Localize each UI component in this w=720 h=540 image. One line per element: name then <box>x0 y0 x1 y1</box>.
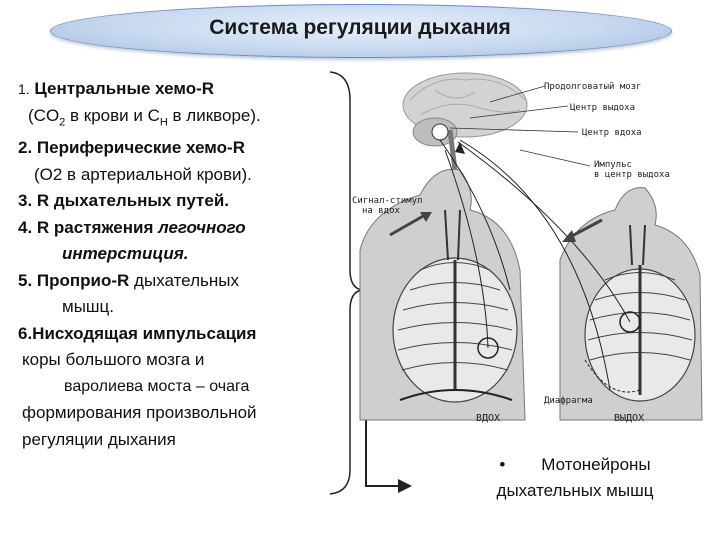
label-exhale: ВЫДОХ <box>614 413 645 424</box>
list-item-2-detail: (O2 в артериальной крови). <box>34 164 252 184</box>
label-signal-2: на вдох <box>362 206 400 216</box>
label-insp-center: Центр вдоха <box>582 128 642 138</box>
respiration-figure <box>359 72 703 421</box>
list-item-2: 2. Периферические хемо-R <box>18 138 245 158</box>
list-item-6-l3: формирования произвольной <box>22 403 257 423</box>
label-signal: Сигнал-стимул <box>352 196 423 206</box>
list-item-1: 1. Центральные хемо-R <box>18 79 215 98</box>
torso-inhale <box>359 168 526 421</box>
list-item-4-cont: интерстиция. <box>62 244 189 264</box>
label-exp-center: Центр выдоха <box>570 103 636 113</box>
motoneurons-caption: •Мотонейроны дыхательных мышц <box>440 452 710 504</box>
list-item-3: 3. R дыхательных путей. <box>18 191 229 211</box>
label-diaphragm: Диафрагма <box>544 396 593 406</box>
label-impulse: Импульс <box>594 160 632 170</box>
page-title: Система регуляции дыхания <box>209 16 511 39</box>
list-item-5: 5. Проприо-R дыхательных <box>18 270 239 290</box>
list-item-1-detail: (CO2 в крови и CH в ликворе). <box>28 105 261 128</box>
label-medulla: Продолговатый мозг <box>544 82 642 92</box>
label-inhale: ВДОХ <box>476 413 501 424</box>
brain-illustration <box>402 72 528 171</box>
title-banner <box>50 4 672 58</box>
exhale-air-arrow <box>567 218 603 240</box>
nerve-pathways <box>439 139 631 391</box>
torso-exhale <box>559 187 703 421</box>
list-item-5-cont: мышц. <box>62 297 115 317</box>
list-item-6: 6.Нисходящая импульсация <box>18 323 257 343</box>
list-item-6-l4: регуляции дыхания <box>22 429 176 449</box>
bullet: • <box>499 455 506 474</box>
receptor-list: 1. Центральные хемо-R (CO2 в крови и CH … <box>18 76 348 453</box>
list-item-4: 4. R растяжения легочного <box>18 217 246 237</box>
list-item-6-l2: варолиева моста – очага <box>64 377 250 395</box>
arrow-head <box>398 479 412 493</box>
list-item-6-l1: коры большого мозга и <box>22 350 205 370</box>
inhale-air-arrow <box>389 213 426 237</box>
impulse-arrow-head <box>455 142 465 154</box>
label-impulse-2: в центр выдоха <box>594 170 670 180</box>
label-pointers <box>449 85 591 167</box>
